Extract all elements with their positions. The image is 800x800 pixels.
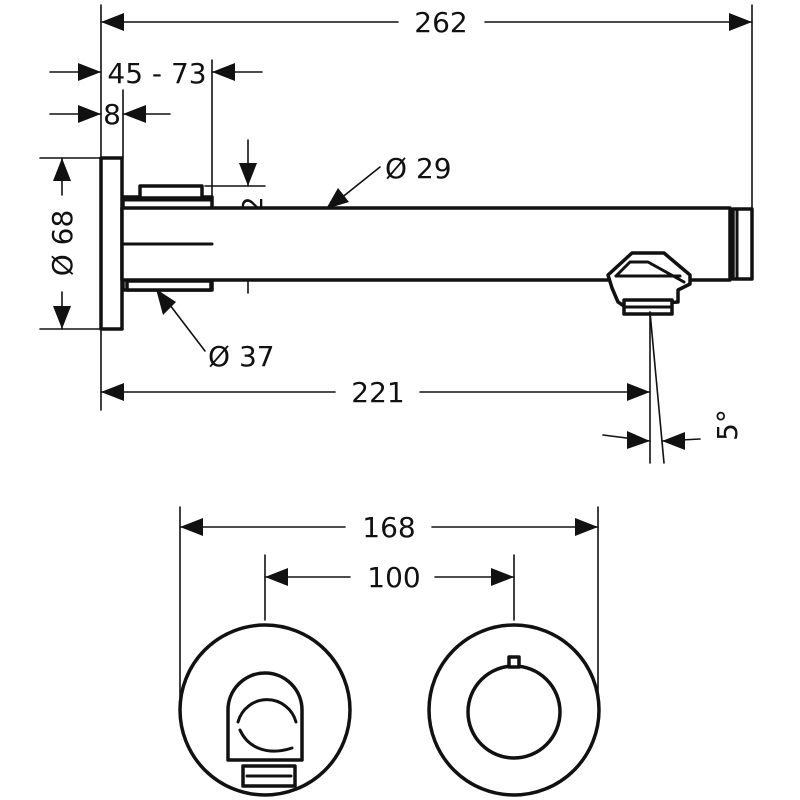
dimension-label-wall-depth: 45 - 73 — [107, 57, 206, 90]
dimension-label-center-distance: 100 — [367, 561, 420, 594]
control-knob-marker — [507, 655, 521, 669]
spout-front-inner-curve — [236, 698, 298, 724]
arrowhead-221-right — [627, 383, 650, 401]
rosette-plate — [99, 156, 124, 331]
dimension-label-overall-width: 168 — [362, 511, 415, 544]
arrowhead-45-73-left — [78, 63, 101, 81]
side-view: 262 45 - 73 8 Ø 68 22 — [39, 4, 754, 464]
front-view: 168 100 — [178, 506, 601, 797]
dimension-label-rosette-diameter: Ø 68 — [46, 210, 79, 277]
dimension-label-rosette-thickness: 8 — [103, 98, 121, 131]
arrowhead-8-left — [78, 105, 101, 123]
arrowhead-68-bottom — [53, 306, 71, 329]
dimension-label-projection: 221 — [351, 376, 404, 409]
spout-front-side-curve — [238, 728, 294, 753]
sleeve-top-cap — [138, 184, 204, 200]
dimension-label-angle: 5° — [711, 409, 744, 441]
arrowhead-168-right — [575, 518, 598, 536]
aerator-inner-left — [614, 260, 686, 284]
dimension-label-sleeve-diameter: Ø 37 — [208, 340, 275, 373]
arrowhead-8-right — [123, 105, 146, 123]
arrowhead-262-right — [729, 13, 752, 31]
arrowhead-22-top — [239, 163, 257, 186]
arrowhead-262-left — [101, 13, 124, 31]
arrowhead-168-left — [180, 518, 203, 536]
sleeve-bottom-cap — [125, 279, 213, 292]
arrowhead-221-left — [101, 383, 124, 401]
control-knob — [466, 664, 562, 760]
arrowhead-100-left — [265, 568, 288, 586]
arrowhead-100-right — [491, 568, 514, 586]
arrowhead-sleeve-diameter — [156, 289, 176, 315]
dimension-label-spout-diameter: Ø 29 — [385, 152, 452, 185]
aerator-housing — [606, 251, 692, 308]
arrowhead-spout-diameter — [326, 188, 349, 209]
dimension-label-overall-length: 262 — [414, 6, 467, 39]
arrowhead-68-top — [53, 158, 71, 181]
arrowhead-45-73-right — [212, 63, 235, 81]
arrowhead-angle-right — [662, 432, 685, 450]
arrowhead-angle-left — [627, 431, 650, 449]
angle-line-inclined — [649, 311, 665, 464]
